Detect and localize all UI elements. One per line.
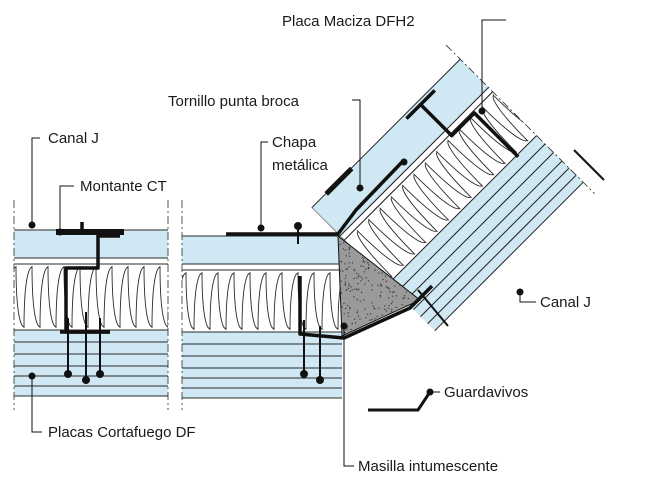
chapa-metalica-diag [324,166,354,196]
putty-texture [339,242,414,334]
drill-screw-icon [417,289,449,327]
insulation-mid [182,269,342,333]
solid-board-mid [182,235,342,265]
label-guardavivos: Guardavivos [444,384,528,401]
label-canal-j-left: Canal J [48,130,99,147]
middle-wall-segment [182,235,342,399]
label-tornillo: Tornillo punta broca [168,93,300,110]
leader-lines [31,19,536,467]
canal-j-left [56,229,124,235]
label-masilla: Masilla intumescente [358,458,498,475]
masilla-intumescente-fill [337,234,421,337]
guardavivos-profile [368,391,432,412]
drill-screw-icon [316,326,324,384]
label-montante: Montante CT [80,178,167,195]
callout-labels: Placa Maciza DFH2 Tornillo punta broca C… [48,13,591,475]
label-placas-cortafuego: Placas Cortafuego DF [48,424,196,441]
label-chapa-line1: Chapa [272,134,317,151]
label-placa-maciza: Placa Maciza DFH2 [282,13,415,30]
diagonal-wall-segment [311,37,606,360]
drill-screw-icon [96,318,104,378]
drill-screw-icon [82,312,90,384]
insulation-left [14,263,168,331]
montante-ct-diag [405,89,520,159]
label-chapa-line2: metálica [272,157,329,174]
drill-screw-icon [573,149,605,181]
drill-screw-icon [300,320,308,378]
label-canal-j-right: Canal J [540,294,591,311]
break-line [445,44,595,194]
drill-screw-icon [294,222,302,244]
left-wall-segment [14,229,168,397]
screws [64,149,605,384]
drill-screw-icon [64,318,72,378]
